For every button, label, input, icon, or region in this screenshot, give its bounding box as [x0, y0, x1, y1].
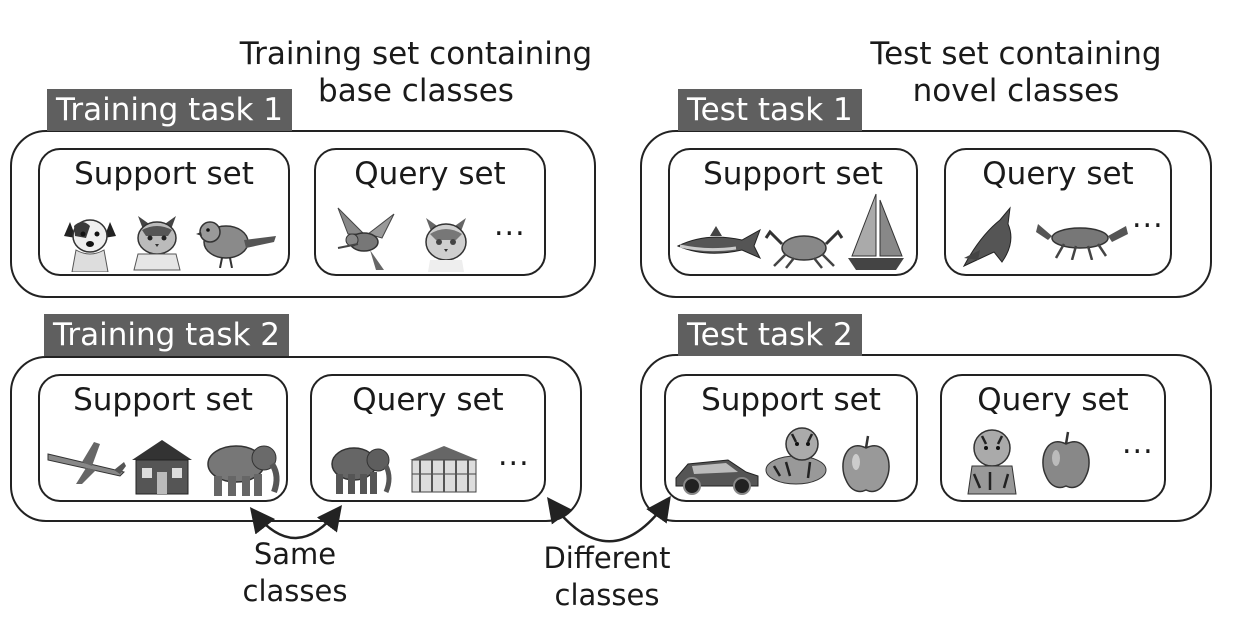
test-task-1-query-set: Query set ... — [944, 148, 1172, 276]
training-heading-line-1: Training set containing — [239, 36, 593, 72]
sailboat-icon — [848, 193, 904, 270]
training-task-1-support-set: Support set — [38, 148, 290, 276]
support-set-title: Support set — [703, 156, 883, 192]
test-task-2-label: Test task 2 — [678, 314, 862, 356]
query-set-title: Query set — [977, 382, 1129, 418]
more-items-ellipsis: ... — [498, 438, 530, 473]
support-set-title: Support set — [74, 156, 254, 192]
test-task-2-box: Support set Query set — [640, 354, 1212, 522]
same-line-1: Same — [253, 537, 337, 571]
different-classes-arrow — [547, 495, 671, 543]
test-task-1-support-set: Support set — [668, 148, 918, 276]
training-task-1-box: Support set Query set — [10, 130, 596, 298]
apple-icon — [842, 435, 890, 493]
training-task-2-box: Support set Query set — [10, 356, 582, 522]
test-heading-line-2: novel classes — [912, 73, 1120, 109]
cat-icon — [425, 218, 467, 272]
crab-icon — [764, 229, 844, 269]
training-task-2-support-set: Support set — [38, 374, 288, 502]
more-items-ellipsis: ... — [494, 208, 526, 243]
bird-flying-icon — [337, 207, 395, 270]
test-task-1-label: Test task 1 — [678, 89, 862, 131]
test-task-1-box: Support set Query set — [640, 130, 1212, 298]
different-line-1: Different — [543, 541, 671, 575]
dog-icon — [64, 219, 116, 272]
same-line-2: classes — [242, 574, 348, 608]
different-classes-note: Different classes — [522, 540, 692, 614]
training-task-1-query-set: Query set ... — [314, 148, 546, 276]
bird-icon — [196, 221, 276, 268]
query-set-title: Query set — [352, 382, 504, 418]
query-set-title: Query set — [354, 156, 506, 192]
training-heading-line-2: base classes — [318, 73, 514, 109]
training-task-1-label: Training task 1 — [47, 89, 293, 131]
tiger-icon — [765, 427, 827, 485]
shark-icon — [962, 206, 1012, 268]
same-classes-arrow — [249, 505, 343, 540]
more-items-ellipsis: ... — [1122, 426, 1154, 461]
query-set-title: Query set — [982, 156, 1134, 192]
support-set-title: Support set — [73, 382, 253, 418]
shark-icon — [676, 226, 762, 260]
test-task-2-support-set: Support set — [664, 374, 918, 502]
training-task-2-label: Training task 2 — [44, 314, 290, 356]
airplane-icon — [47, 442, 126, 484]
apple-icon — [1042, 431, 1090, 489]
support-set-title: Support set — [701, 382, 881, 418]
test-heading-line-1: Test set containing — [870, 36, 1162, 72]
test-set-heading: Test set containing novel classes — [856, 36, 1176, 110]
car-icon — [675, 459, 759, 495]
different-line-2: classes — [554, 578, 660, 612]
more-items-ellipsis: ... — [1132, 200, 1164, 235]
elephant-icon — [207, 445, 280, 496]
cat-icon — [133, 216, 181, 271]
test-task-2-query-set: Query set ... — [940, 374, 1166, 502]
training-task-2-query-set: Query set ... — [310, 374, 546, 502]
house-icon — [410, 446, 478, 493]
training-set-heading: Training set containing base classes — [236, 36, 596, 110]
house-icon — [132, 440, 192, 495]
tiger-icon — [967, 429, 1017, 495]
elephant-icon — [331, 447, 392, 494]
lobster-icon — [1036, 224, 1128, 260]
same-classes-note: Same classes — [220, 536, 370, 610]
